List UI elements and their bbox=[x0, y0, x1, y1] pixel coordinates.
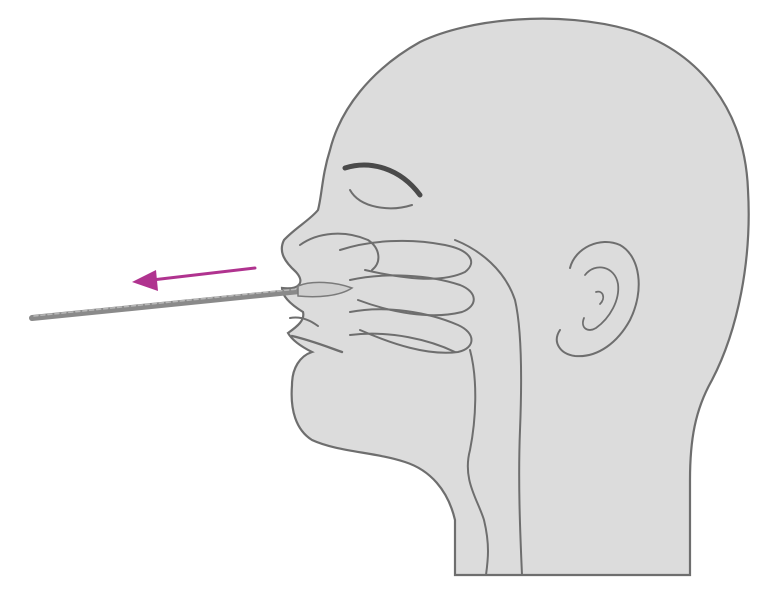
arrow-shaft bbox=[152, 268, 255, 280]
head-silhouette bbox=[282, 19, 749, 575]
arrow-head bbox=[132, 270, 158, 291]
swab-stick bbox=[32, 291, 300, 318]
arrow-left-icon bbox=[132, 268, 255, 291]
